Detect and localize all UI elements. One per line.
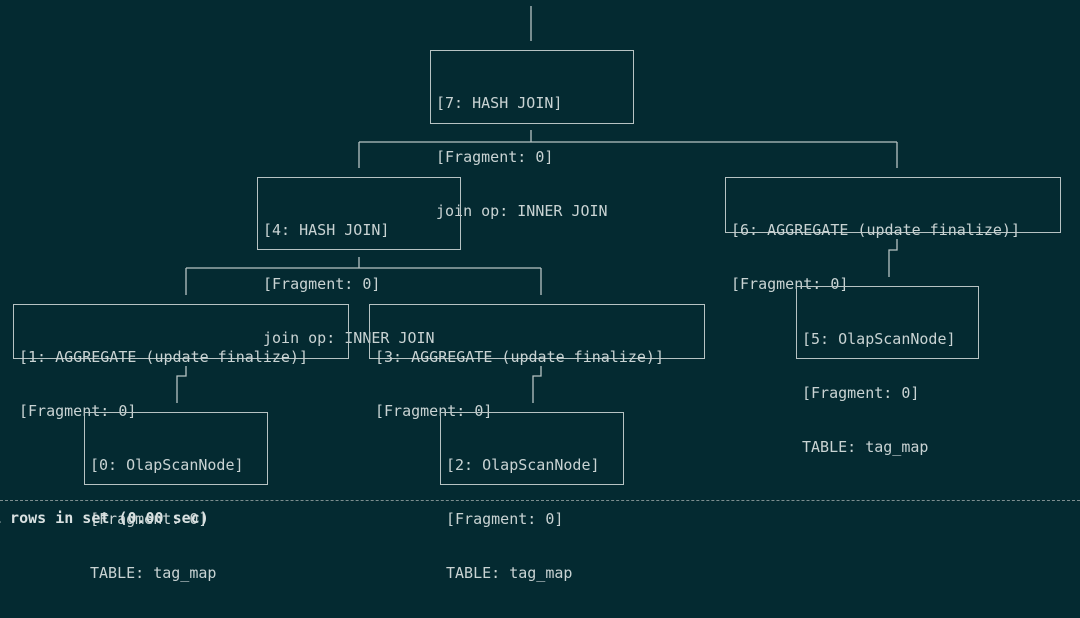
query-status-line: 1 rows in set (0.00 sec)	[0, 509, 209, 527]
plan-node-3-aggregate: [3: AGGREGATE (update finalize)] [Fragme…	[369, 304, 705, 420]
node-fragment: [Fragment: 0]	[19, 402, 137, 420]
plan-node-0-olap-scan: [0: OlapScanNode] [Fragment: 0] TABLE: t…	[84, 412, 268, 582]
node-title: [2: OlapScanNode]	[446, 456, 600, 474]
node-detail: TABLE: tag_map	[802, 438, 929, 456]
node-fragment: [Fragment: 0]	[375, 402, 493, 420]
terminal-window: [7: HASH JOIN] [Fragment: 0] join op: IN…	[0, 6, 1080, 582]
node-fragment: [Fragment: 0]	[446, 510, 564, 528]
node-title: [4: HASH JOIN]	[263, 221, 390, 239]
node-title: [5: OlapScanNode]	[802, 330, 956, 348]
plan-node-6-aggregate: [6: AGGREGATE (update finalize)] [Fragme…	[725, 177, 1061, 293]
connector-1-to-0	[176, 366, 187, 403]
plan-node-7-hash-join: [7: HASH JOIN] [Fragment: 0] join op: IN…	[430, 50, 634, 220]
plan-node-5-olap-scan: [5: OlapScanNode] [Fragment: 0] TABLE: t…	[796, 286, 979, 456]
plan-tree-connectors	[176, 6, 898, 403]
node-fragment: [Fragment: 0]	[263, 275, 381, 293]
result-table-border	[0, 500, 1080, 501]
node-title: [0: OlapScanNode]	[90, 456, 244, 474]
node-fragment: [Fragment: 0]	[802, 384, 920, 402]
node-title: [1: AGGREGATE (update finalize)]	[19, 348, 308, 366]
node-fragment: [Fragment: 0]	[731, 275, 849, 293]
node-fragment: [Fragment: 0]	[436, 148, 554, 166]
connector-3-to-2	[532, 366, 542, 403]
node-title: [7: HASH JOIN]	[436, 94, 563, 112]
node-detail: join op: INNER JOIN	[436, 202, 608, 220]
plan-node-4-hash-join: [4: HASH JOIN] [Fragment: 0] join op: IN…	[257, 177, 461, 347]
plan-node-1-aggregate: [1: AGGREGATE (update finalize)] [Fragme…	[13, 304, 349, 420]
connector-6-to-5	[888, 239, 898, 277]
plan-node-2-olap-scan: [2: OlapScanNode] [Fragment: 0] TABLE: t…	[440, 412, 624, 582]
node-detail: TABLE: tag_map	[446, 564, 573, 582]
node-title: [3: AGGREGATE (update finalize)]	[375, 348, 664, 366]
node-detail: TABLE: tag_map	[90, 564, 217, 582]
node-title: [6: AGGREGATE (update finalize)]	[731, 221, 1020, 239]
node-detail: join op: INNER JOIN	[263, 329, 435, 347]
